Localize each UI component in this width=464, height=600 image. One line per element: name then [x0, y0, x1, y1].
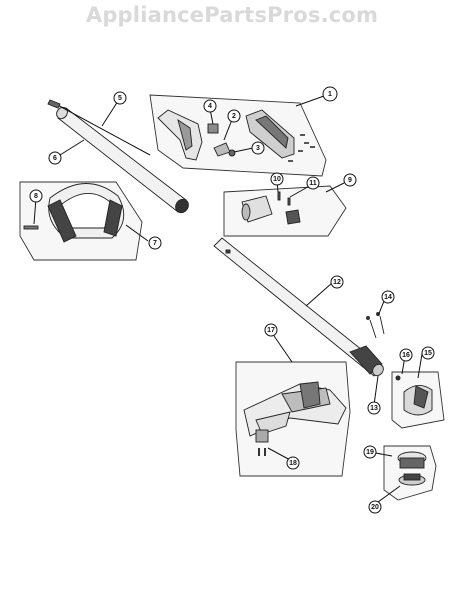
callout-2: 2 [227, 109, 241, 123]
svg-text:7: 7 [153, 240, 157, 247]
callout-5: 5 [113, 91, 127, 105]
svg-text:2: 2 [232, 113, 236, 120]
callout-19: 19 [363, 445, 377, 459]
svg-text:18: 18 [289, 460, 297, 467]
svg-text:20: 20 [371, 504, 379, 511]
svg-text:11: 11 [309, 180, 317, 187]
spool-panel [383, 445, 437, 501]
svg-text:14: 14 [384, 294, 392, 301]
callout-4: 4 [203, 99, 217, 113]
callout-9: 9 [343, 173, 357, 187]
svg-text:3: 3 [256, 145, 260, 152]
screw-pair [366, 312, 385, 339]
callout-6: 6 [48, 151, 62, 165]
svg-text:8: 8 [34, 193, 38, 200]
callout-14: 14 [381, 290, 395, 304]
callout-16: 16 [399, 348, 413, 362]
leader-lines [33, 95, 423, 506]
handle-panel [19, 181, 143, 261]
callout-11: 11 [306, 176, 320, 190]
callout-1: 1 [322, 86, 338, 102]
svg-text:1: 1 [328, 91, 332, 98]
svg-text:6: 6 [53, 155, 57, 162]
svg-text:12: 12 [333, 279, 341, 286]
callout-13: 13 [367, 401, 381, 415]
gear-head-panel [391, 371, 445, 429]
callout-12: 12 [330, 275, 344, 289]
svg-text:9: 9 [348, 177, 352, 184]
callout-3: 3 [251, 141, 265, 155]
housing-assembly-panel [149, 94, 327, 177]
svg-text:16: 16 [402, 352, 410, 359]
callout-10: 10 [270, 172, 284, 186]
svg-text:13: 13 [370, 405, 378, 412]
callout-15: 15 [421, 346, 435, 360]
svg-text:19: 19 [366, 449, 374, 456]
svg-text:15: 15 [424, 350, 432, 357]
callout-8: 8 [29, 189, 43, 203]
watermark: AppliancePartsPros.com [85, 3, 379, 27]
callout-17: 17 [264, 323, 278, 337]
svg-text:4: 4 [208, 103, 212, 110]
svg-text:5: 5 [118, 95, 122, 102]
upper-shaft [47, 99, 189, 214]
lower-shaft [213, 237, 384, 377]
callout-20: 20 [368, 500, 382, 514]
callout-18: 18 [286, 456, 300, 470]
svg-text:17: 17 [267, 327, 275, 334]
callout-7: 7 [148, 236, 162, 250]
guard-panel [235, 361, 351, 477]
svg-text:10: 10 [273, 176, 281, 183]
switch-panel [223, 185, 347, 237]
